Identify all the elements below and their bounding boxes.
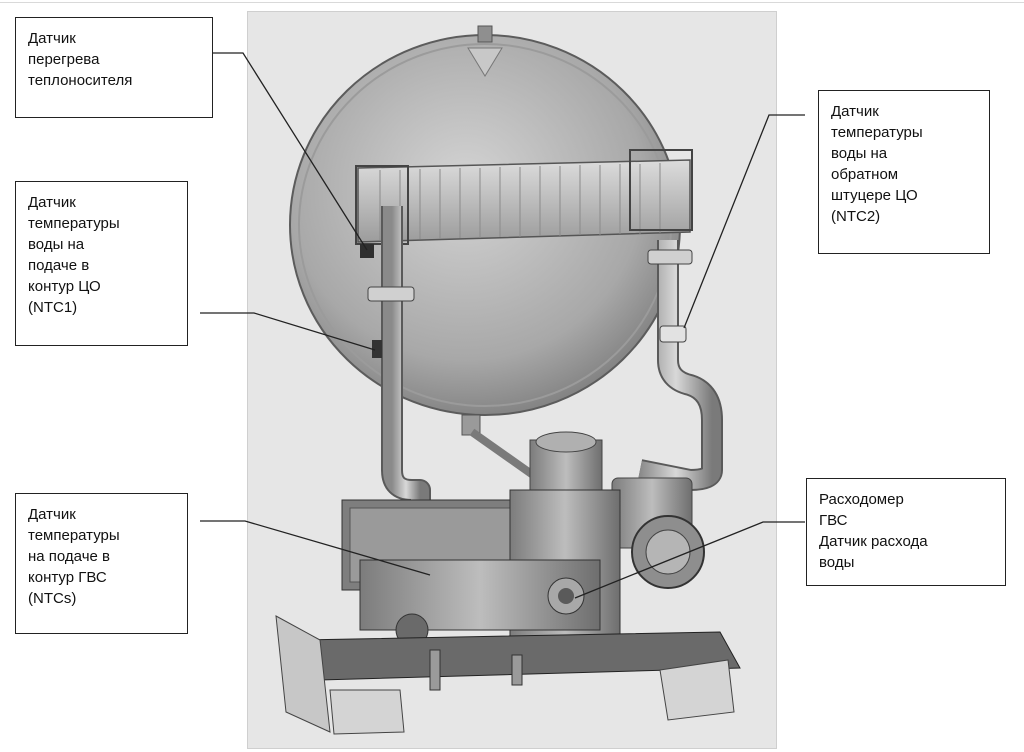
callout-line: контур ЦО: [28, 278, 101, 295]
callout-line: Датчик: [831, 103, 879, 120]
callout-line: воды на: [831, 145, 888, 162]
callout-line: (NTC2): [831, 208, 881, 225]
callout-line: подаче в: [28, 257, 90, 274]
callout-line: штуцере ЦО: [831, 187, 918, 204]
callout-line: Расходомер: [819, 491, 904, 508]
callout-overheat-sensor: Датчик перегрева теплоносителя: [15, 17, 213, 118]
gas-valve: [529, 431, 603, 499]
top-divider-line: [0, 2, 1024, 3]
callout-line: обратном: [831, 166, 899, 183]
callout-flowmeter: Расходомер ГВС Датчик расхода воды: [806, 478, 1006, 586]
leader-lines: [200, 52, 805, 599]
callout-line: Датчик: [28, 506, 76, 523]
callout-line: (NTCs): [28, 590, 77, 607]
callout-line: температуры: [831, 124, 923, 141]
callout-ntc1-sensor: Датчик температуры воды на подаче в конт…: [15, 181, 188, 346]
supply-pipe-left: [360, 206, 431, 560]
return-pipe-right: [637, 240, 723, 491]
callout-line: ГВС: [819, 512, 848, 529]
callout-line: воды на: [28, 236, 85, 253]
base-mounting-plate: [275, 615, 741, 735]
callout-line: на подаче в: [28, 548, 110, 565]
callout-line: перегрева: [28, 51, 100, 68]
callout-ntcs-sensor: Датчик температуры на подаче в контур ГВ…: [15, 493, 188, 634]
callout-line: Датчик расхода: [819, 533, 928, 550]
hydraulic-group: [359, 489, 621, 647]
heat-exchanger: [355, 149, 693, 245]
leader-ntcs: [200, 520, 431, 576]
callout-line: теплоносителя: [28, 72, 133, 89]
leader-flowmeter: [574, 521, 805, 599]
callout-line: контур ГВС: [28, 569, 107, 586]
callout-line: Датчик: [28, 30, 76, 47]
leader-ntc2: [683, 114, 805, 329]
leader-ntc1: [200, 312, 376, 351]
callout-line: температуры: [28, 215, 120, 232]
callout-line: (NTC1): [28, 299, 78, 316]
callout-line: температуры: [28, 527, 120, 544]
tank-connection-pipe: [469, 428, 543, 484]
callout-line: Датчик: [28, 194, 76, 211]
callout-ntc2-sensor: Датчик температуры воды на обратном штуц…: [818, 90, 990, 254]
pump-motor: [611, 477, 705, 589]
callout-line: воды: [819, 554, 855, 571]
leader-overheat: [213, 52, 368, 251]
